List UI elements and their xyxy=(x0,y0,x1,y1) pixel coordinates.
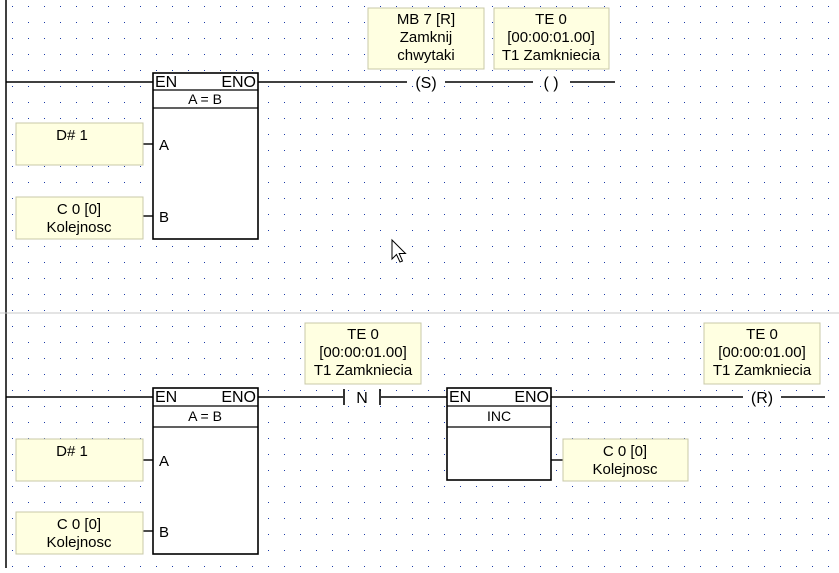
coil-comment: T1 Zamkniecia xyxy=(713,362,812,379)
compare-block-frame xyxy=(152,387,259,555)
inc-block[interactable]: EN ENO INC xyxy=(446,387,552,481)
pin-b-label: B xyxy=(159,524,169,541)
contact-symbol: N xyxy=(356,390,368,407)
timer-coil[interactable]: TE 0 [00:00:01.00] T1 Zamkniecia ( ) xyxy=(493,7,610,92)
pin-a-label: A xyxy=(159,137,169,154)
negative-edge-contact[interactable]: TE 0 [00:00:01.00] T1 Zamkniecia N xyxy=(304,322,422,407)
input-a-operand-2[interactable]: D# 1 xyxy=(15,438,144,482)
compare-title: A = B xyxy=(188,408,222,424)
coil-preset: [00:00:01.00] xyxy=(718,344,806,361)
timer-preset: [00:00:01.00] xyxy=(507,29,595,46)
operand-comment: Kolejnosc xyxy=(46,219,112,236)
en-label: EN xyxy=(155,389,177,406)
operand-address: C 0 [0] xyxy=(603,443,647,460)
operand-text: D# 1 xyxy=(56,443,88,460)
eno-label: ENO xyxy=(221,74,256,91)
pin-a-label: A xyxy=(159,453,169,470)
compare-block-2[interactable]: EN ENO A = B A B xyxy=(152,387,259,555)
operand-text: D# 1 xyxy=(56,127,88,144)
compare-block-frame xyxy=(152,72,259,240)
mouse-cursor-icon xyxy=(391,238,407,263)
contact-comment: T1 Zamkniecia xyxy=(314,362,413,379)
compare-title: A = B xyxy=(188,91,222,107)
reset-coil[interactable]: TE 0 [00:00:01.00] T1 Zamkniecia (R) xyxy=(703,322,821,407)
en-label: EN xyxy=(155,74,177,91)
timer-coil-symbol: ( ) xyxy=(543,75,558,92)
coil-address: MB 7 [R] xyxy=(397,11,455,28)
timer-address: TE 0 xyxy=(535,11,567,28)
coil-address: TE 0 xyxy=(746,326,778,343)
input-b-operand-2[interactable]: C 0 [0] Kolejnosc xyxy=(15,511,144,555)
inc-operand[interactable]: C 0 [0] Kolejnosc xyxy=(562,438,689,482)
input-a-operand[interactable]: D# 1 xyxy=(15,122,144,166)
eno-label: ENO xyxy=(514,389,549,406)
operand-comment: Kolejnosc xyxy=(592,461,658,478)
set-coil[interactable]: MB 7 [R] Zamknij chwytaki (S) xyxy=(367,7,485,92)
operand-address: C 0 [0] xyxy=(57,201,101,218)
reset-coil-symbol: (R) xyxy=(751,390,773,407)
contact-preset: [00:00:01.00] xyxy=(319,344,407,361)
compare-block-1[interactable]: EN ENO A = B A B xyxy=(152,72,259,240)
eno-label: ENO xyxy=(221,389,256,406)
contact-address: TE 0 xyxy=(347,326,379,343)
network-2: EN ENO A = B A B D# 1 C 0 [0] Kolejnosc … xyxy=(6,322,825,555)
en-label: EN xyxy=(449,389,471,406)
coil-comment-2: chwytaki xyxy=(397,47,455,64)
operand-address: C 0 [0] xyxy=(57,516,101,533)
operand-comment: Kolejnosc xyxy=(46,534,112,551)
set-coil-symbol: (S) xyxy=(415,75,436,92)
coil-comment-1: Zamknij xyxy=(400,29,453,46)
network-1: EN ENO A = B A B D# 1 C 0 [0] Kolejnosc … xyxy=(6,7,615,240)
input-b-operand[interactable]: C 0 [0] Kolejnosc xyxy=(15,196,144,240)
pin-b-label: B xyxy=(159,209,169,226)
timer-comment: T1 Zamkniecia xyxy=(502,47,601,64)
inc-block-frame xyxy=(446,387,552,481)
inc-title: INC xyxy=(487,408,511,424)
